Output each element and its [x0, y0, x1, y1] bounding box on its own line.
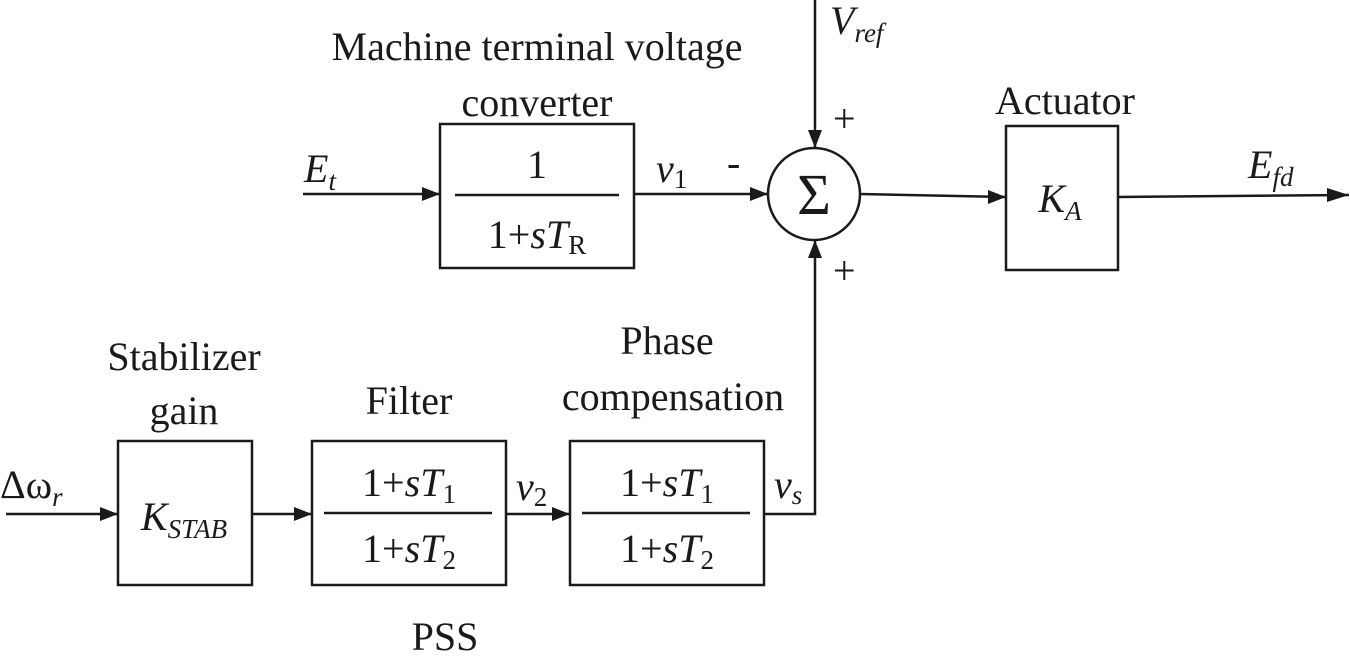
filter-caption: Filter — [366, 378, 453, 423]
phase-caption-line1: Phase — [620, 318, 713, 363]
signal-v1: v1 — [656, 146, 687, 194]
sign-minus: - — [727, 140, 740, 185]
arrowhead-et — [422, 187, 440, 201]
signal-efd: Efd — [1247, 142, 1294, 192]
sign-plus-top: + — [833, 96, 856, 141]
stab-gain: KSTAB — [140, 494, 227, 544]
summing-junction — [766, 146, 862, 242]
phase-numerator: 1+sT1 — [620, 460, 714, 509]
arrowhead-vref — [808, 130, 822, 148]
efd-output-wire — [1117, 193, 1350, 199]
actuator-gain: KA — [1037, 176, 1082, 226]
converter-caption-line1: Machine terminal voltage — [332, 24, 743, 69]
converter-denominator: 1+sTR — [488, 212, 586, 260]
pss-caption: PSS — [412, 614, 479, 656]
arrowhead-vs — [808, 240, 822, 258]
stab-gain-block — [116, 439, 254, 587]
stab-caption-line1: Stabilizer — [107, 334, 260, 379]
sum-to-actuator-wire — [859, 192, 1007, 199]
arrowhead-actuator-in — [988, 190, 1006, 204]
signal-v2: v2 — [516, 464, 547, 512]
signal-et: Et — [303, 146, 337, 196]
phase-denominator: 1+sT2 — [620, 526, 714, 575]
vs-feedback-wire — [764, 240, 817, 516]
signal-vref: Vref — [830, 0, 887, 48]
arrowhead-efd — [1327, 188, 1349, 202]
filter-denominator: 1+sT2 — [362, 526, 456, 575]
arrowhead-dw — [100, 507, 118, 521]
converter-caption-line2: converter — [461, 80, 612, 125]
actuator-block — [1004, 124, 1120, 272]
arrowhead-stab-out — [294, 507, 312, 521]
converter-numerator: 1 — [527, 142, 547, 187]
sign-plus-bottom: + — [833, 248, 856, 293]
filter-numerator: 1+sT1 — [362, 460, 456, 509]
arrowhead-v2 — [552, 507, 570, 521]
signal-vs: vs — [774, 462, 802, 510]
sigma-symbol: Σ — [797, 162, 831, 227]
arrowhead-v1 — [750, 187, 768, 201]
phase-caption-line2: compensation — [562, 374, 784, 419]
signal-dw: Δωr — [0, 462, 63, 512]
actuator-caption: Actuator — [995, 78, 1135, 123]
stab-caption-line2: gain — [150, 388, 219, 433]
